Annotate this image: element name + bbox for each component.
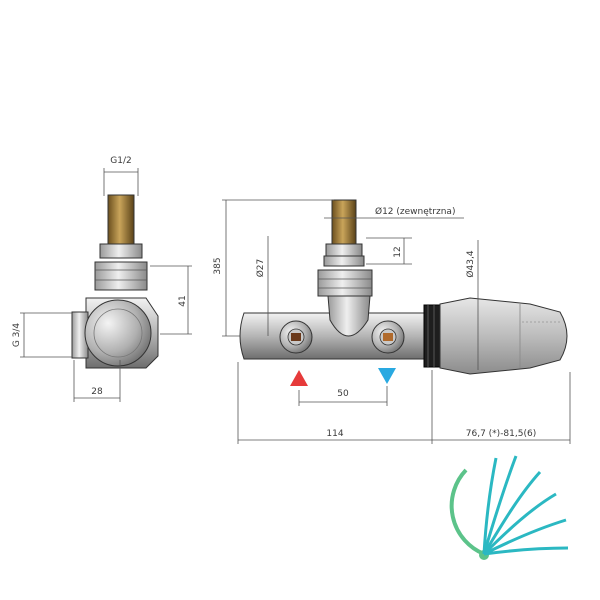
logo-rays [482, 455, 569, 556]
center-bridge [327, 295, 371, 337]
nut-upper-side [99, 243, 143, 259]
supply-marker [290, 370, 308, 386]
head-collar [423, 304, 441, 368]
valve-face-side [84, 299, 152, 367]
brass-pipe-front [331, 199, 357, 247]
dim-thread-side: G 3/4 [12, 323, 22, 348]
nut-top-front [325, 243, 363, 257]
dim-spacing-50: 50 [337, 389, 349, 399]
side-view: G1/2 41 G 3/4 28 [12, 156, 192, 402]
return-marker [378, 368, 396, 384]
dim-pipe-diameter: Ø12 (zewnętrzna) [375, 206, 455, 217]
dim-height-12: 12 [393, 246, 403, 257]
thermostatic-head [439, 297, 568, 375]
dim-width-28: 28 [91, 387, 103, 397]
dim-length-114: 114 [326, 429, 343, 439]
dim-height-41: 41 [178, 295, 188, 306]
logo-arc [449, 468, 485, 556]
dim-thread-top: G1/2 [110, 156, 131, 166]
dim-length-head: 76,7 (*)-81,5(6) [466, 429, 536, 439]
dim-height-385: 385 [213, 257, 223, 274]
dim-diameter-27: Ø27 [255, 259, 266, 278]
nut-lower-front [317, 269, 373, 297]
brand-logo [449, 455, 569, 560]
front-view: 385 Ø27 Ø12 (zewnętrzna) 12 Ø43,4 50 114… [213, 199, 571, 444]
dim-diameter-434: Ø43,4 [465, 250, 476, 277]
nut-lower-side [94, 261, 148, 291]
